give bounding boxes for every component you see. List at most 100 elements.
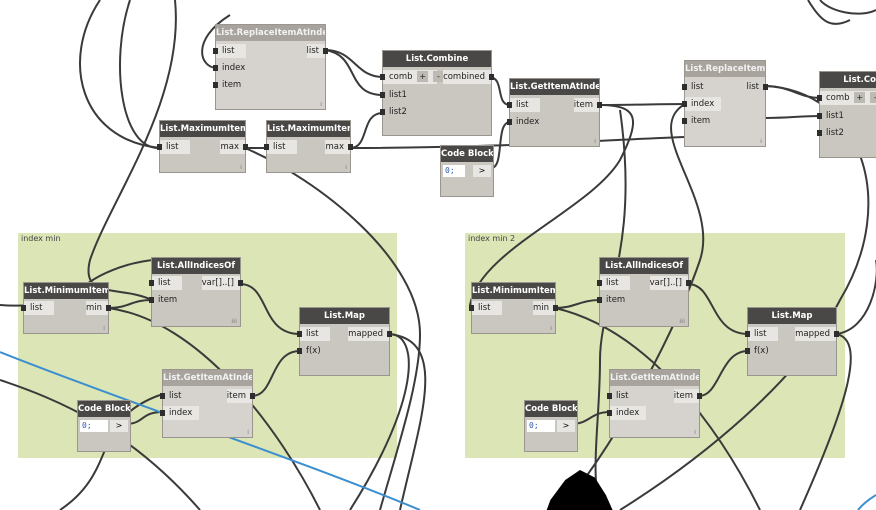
node-title[interactable]: List.AllIndicesOf <box>152 258 240 274</box>
node-title[interactable]: Code Block <box>78 401 130 417</box>
node-title[interactable]: Code Block <box>441 146 493 162</box>
output-port-item[interactable]: item <box>226 389 256 403</box>
input-port-list[interactable]: list <box>264 140 297 154</box>
output-port-mapped[interactable]: mapped <box>348 327 392 341</box>
node-list-minimum-item[interactable]: List.MinimumItem list min ⁞ <box>21 283 112 333</box>
input-port-index[interactable]: index <box>682 97 721 111</box>
input-port-list1[interactable]: list1 <box>817 109 844 123</box>
input-port-list[interactable]: list <box>597 276 630 290</box>
input-port-item[interactable]: item <box>148 293 177 307</box>
input-port-list[interactable]: list <box>507 98 540 112</box>
input-port-list[interactable]: list <box>21 301 54 315</box>
node-title[interactable]: List.MaximumItem <box>267 121 350 137</box>
node-code-block[interactable]: Code Block 0; > <box>78 401 130 451</box>
node-title[interactable]: List.MaximumItem <box>160 121 245 137</box>
input-port-comb[interactable]: comb + - <box>817 91 876 105</box>
node-list-maximum-item[interactable]: List.MaximumItem list max ⁞ <box>157 121 248 172</box>
input-port-list[interactable]: list <box>213 44 246 58</box>
node-list-all-indices-of[interactable]: List.AllIndicesOf list item var[]..[] ⁞⁞… <box>596 258 692 326</box>
output-port[interactable]: > <box>473 165 491 177</box>
node-code-block[interactable]: Code Block 0; > <box>525 401 577 451</box>
remove-input-button[interactable]: - <box>869 92 876 103</box>
input-port-list[interactable]: list <box>297 327 330 341</box>
output-port-list[interactable]: list <box>306 44 329 58</box>
lacing-indicator[interactable]: ⁞ <box>247 429 249 436</box>
lacing-indicator[interactable]: ⁞ <box>594 138 596 145</box>
input-port-index[interactable]: index <box>160 406 199 420</box>
input-port-comb[interactable]: comb + - <box>380 70 444 84</box>
node-title[interactable]: List.Map <box>748 308 836 324</box>
output-port-mapped[interactable]: mapped <box>795 327 839 341</box>
input-port-item[interactable]: item <box>212 78 241 92</box>
node-title[interactable]: List.GetItemAtIndex <box>610 370 699 386</box>
remove-input-button[interactable]: - <box>432 71 444 82</box>
node-title[interactable]: List.MinimumItem <box>24 283 108 299</box>
lacing-indicator[interactable]: ⁞ <box>320 101 322 108</box>
lacing-indicator[interactable]: ⁞ <box>240 164 242 171</box>
input-port-index[interactable]: index <box>607 406 646 420</box>
node-title[interactable]: List.Map <box>300 308 389 324</box>
node-list-get-item-at-index[interactable]: List.GetItemAtIndex list index item ⁞ <box>159 370 256 437</box>
lacing-indicator[interactable]: ⁞⁞⁞ <box>231 318 237 325</box>
lacing-indicator[interactable]: ⁞ <box>103 325 105 332</box>
node-title[interactable]: List.ReplaceItemAtIndex <box>685 61 765 77</box>
add-input-button[interactable]: + <box>417 71 429 82</box>
node-code-block[interactable]: Code Block 0; > <box>441 146 493 196</box>
output-port-min[interactable]: min <box>532 301 559 315</box>
node-title[interactable]: List.AllIndicesOf <box>600 258 688 274</box>
node-title[interactable]: List.GetItemAtIndex <box>163 370 252 386</box>
node-list-map[interactable]: List.Map list f(x) mapped <box>297 308 392 375</box>
node-list-map[interactable]: List.Map list f(x) mapped <box>745 308 839 375</box>
output-port-min[interactable]: min <box>85 301 112 315</box>
input-port-list[interactable]: list <box>149 276 182 290</box>
input-port-list[interactable]: list <box>745 327 778 341</box>
lacing-indicator[interactable]: ⁞ <box>760 138 762 145</box>
add-input-button[interactable]: + <box>854 92 866 103</box>
node-list-combine[interactable]: List.Combine comb + - list1 list2 combin… <box>380 51 494 135</box>
input-port-item[interactable]: item <box>596 293 625 307</box>
node-title[interactable]: List.GetItemAtIndex <box>510 79 599 95</box>
lacing-indicator[interactable]: ⁞ <box>694 429 696 436</box>
input-port-fx[interactable]: f(x) <box>745 344 769 358</box>
node-list-get-item-at-index[interactable]: List.GetItemAtIndex list index item ⁞ <box>606 370 703 437</box>
node-title[interactable]: Code Block <box>525 401 577 417</box>
input-port-list[interactable]: list <box>681 80 703 94</box>
input-port-index[interactable]: index <box>212 61 245 75</box>
lacing-indicator[interactable]: ⁞⁞⁞ <box>679 318 685 325</box>
input-port-list[interactable]: list <box>159 389 181 403</box>
node-title[interactable]: List.ReplaceItemAtIndex <box>216 25 325 41</box>
output-port-combined[interactable]: combined <box>443 70 494 84</box>
node-title[interactable]: List.Combine <box>383 51 491 67</box>
input-port-list2[interactable]: list2 <box>380 105 407 119</box>
output-port-item[interactable]: item <box>573 98 603 112</box>
node-list-minimum-item[interactable]: List.MinimumItem list min ⁞ <box>469 283 559 333</box>
code-editor[interactable]: 0; <box>80 420 108 432</box>
node-list-get-item-at-index[interactable]: List.GetItemAtIndex list index item ⁞ <box>506 79 603 146</box>
output-port-item[interactable]: item <box>673 389 703 403</box>
node-title[interactable]: List.MinimumItem <box>472 283 555 299</box>
output-port-var[interactable]: var[]..[] <box>201 276 244 290</box>
lacing-indicator[interactable]: ⁞ <box>345 164 347 171</box>
input-port-list1[interactable]: list1 <box>380 88 407 102</box>
output-port[interactable]: > <box>110 420 128 432</box>
input-port-item[interactable]: item <box>681 114 710 128</box>
output-port[interactable]: > <box>557 420 575 432</box>
node-list-replace-item-at-index[interactable]: List.ReplaceItemAtIndex list index item … <box>212 25 329 109</box>
input-port-list[interactable]: list <box>606 389 628 403</box>
node-list-maximum-item[interactable]: List.MaximumItem list max ⁞ <box>264 121 353 172</box>
input-port-index[interactable]: index <box>506 115 539 129</box>
input-port-list2[interactable]: list2 <box>817 126 844 140</box>
code-editor[interactable]: 0; <box>527 420 555 432</box>
node-list-combine[interactable]: List.Co comb + - list1 list2 <box>817 72 876 157</box>
node-list-replace-item-at-index[interactable]: List.ReplaceItemAtIndex list index item … <box>681 61 769 146</box>
output-port-list[interactable]: list <box>747 80 769 94</box>
lacing-indicator[interactable]: ⁞ <box>550 325 552 332</box>
input-port-fx[interactable]: f(x) <box>297 344 321 358</box>
input-port-list[interactable]: list <box>157 140 190 154</box>
output-port-max[interactable]: max <box>220 140 248 154</box>
node-list-all-indices-of[interactable]: List.AllIndicesOf list item var[]..[] ⁞⁞… <box>148 258 244 326</box>
output-port-var[interactable]: var[]..[] <box>649 276 692 290</box>
node-title[interactable]: List.Co <box>820 72 876 88</box>
code-editor[interactable]: 0; <box>443 165 465 177</box>
